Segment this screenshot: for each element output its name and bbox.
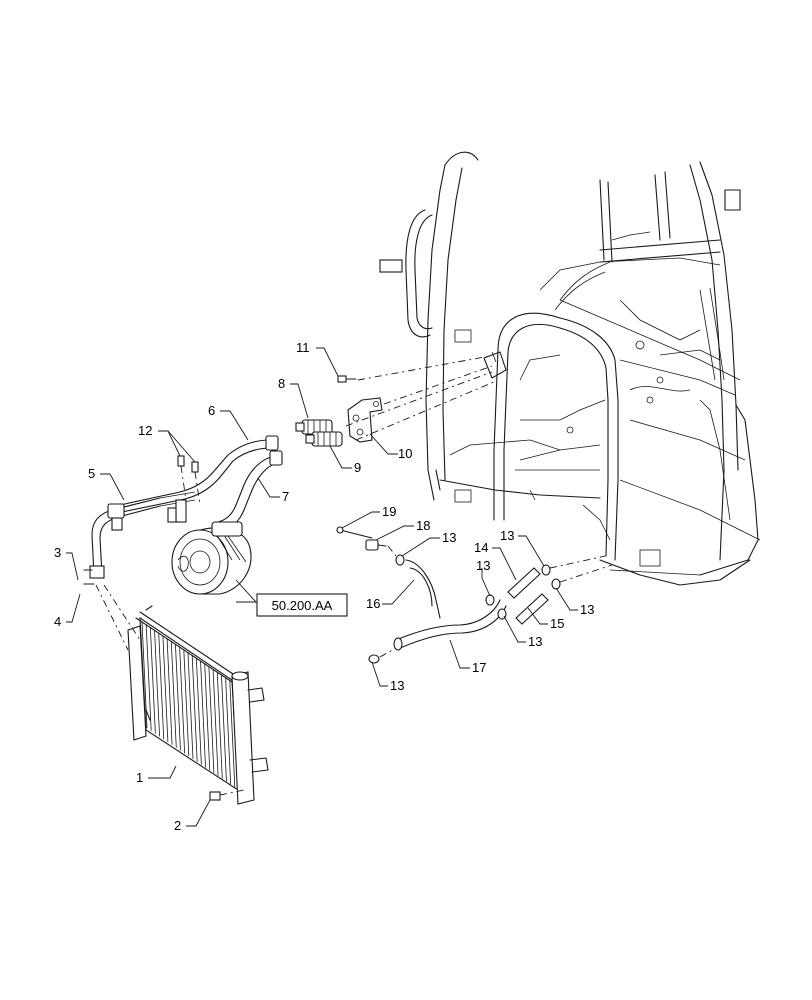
- callout-5: 5: [88, 466, 95, 481]
- callout-9: 9: [354, 460, 361, 475]
- condenser-fin: [158, 633, 165, 740]
- bolt-11: [337, 375, 357, 383]
- callout-13-b: 13: [476, 558, 490, 573]
- condenser-fin: [229, 681, 236, 788]
- callout-7: 7: [282, 489, 289, 504]
- callout-13-e: 13: [528, 634, 542, 649]
- condenser-fin: [195, 658, 202, 765]
- condenser-fin: [216, 672, 223, 779]
- condenser-fin: [145, 624, 152, 731]
- callout-1: 1: [136, 770, 143, 785]
- reference-box-label: 50.200.AA: [272, 598, 333, 613]
- hose-fittings: [295, 351, 507, 447]
- condenser-fin: [187, 652, 194, 760]
- condenser-fin: [221, 675, 227, 782]
- callout-4: 4: [54, 614, 61, 629]
- condenser-fin: [191, 655, 198, 762]
- condenser-fin: [154, 630, 160, 737]
- compressor: [171, 521, 252, 595]
- fitting-9: [305, 431, 343, 447]
- callout-8: 8: [278, 376, 285, 391]
- callout-13-c: 13: [500, 528, 514, 543]
- callout-18: 18: [416, 518, 430, 533]
- fitting-8: [295, 419, 333, 435]
- callout-14: 14: [474, 540, 488, 555]
- callout-2: 2: [174, 818, 181, 833]
- condenser-fin: [204, 664, 211, 771]
- reference-box[interactable]: 50.200.AA: [256, 593, 348, 617]
- callout-6: 6: [208, 403, 215, 418]
- condenser-fin: [179, 647, 186, 754]
- callout-13-d: 13: [580, 602, 594, 617]
- condenser-fin: [149, 627, 156, 734]
- condenser-fin: [208, 667, 215, 774]
- condenser-fin: [162, 636, 169, 743]
- callout-16: 16: [366, 596, 380, 611]
- condenser-fin: [212, 669, 219, 776]
- condenser-fin: [200, 661, 206, 768]
- condenser-fin: [166, 638, 173, 745]
- callout-19: 19: [382, 504, 396, 519]
- bracket-10: [347, 397, 383, 443]
- callout-11: 11: [296, 340, 310, 355]
- condenser-fin: [170, 641, 177, 748]
- callout-13-a: 13: [442, 530, 456, 545]
- callout-17: 17: [472, 660, 486, 675]
- condenser-fin: [175, 644, 181, 751]
- callout-13-f: 13: [390, 678, 404, 693]
- condenser-fin: [183, 650, 190, 757]
- callout-3: 3: [54, 545, 61, 560]
- cab-frame: [379, 151, 761, 586]
- callouts: 1 2 3 4 5 6 7 8 9 10 11 12 13 13 13 13 1…: [54, 340, 594, 833]
- leader-lines: [66, 347, 578, 827]
- callout-10: 10: [398, 446, 412, 461]
- lower-hoses: [336, 526, 613, 664]
- condenser-fin: [225, 678, 232, 785]
- callout-12: 12: [138, 423, 152, 438]
- callout-15: 15: [550, 616, 564, 631]
- condenser: [95, 584, 269, 805]
